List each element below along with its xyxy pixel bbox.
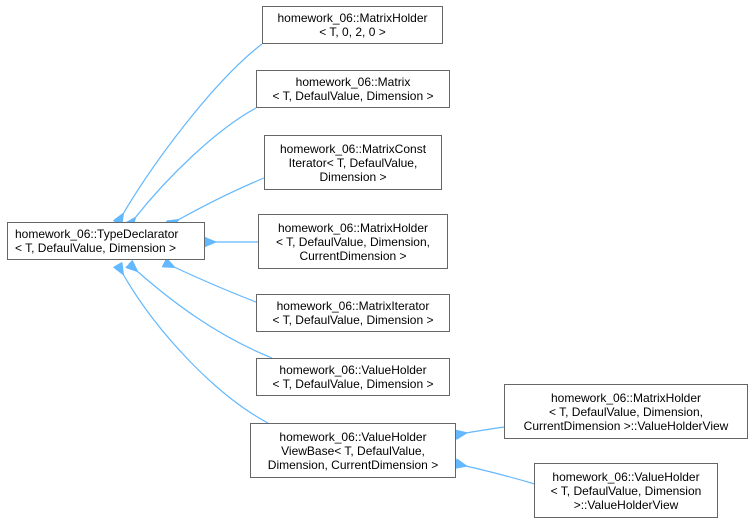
node-label-line: homework_06::MatrixHolder	[550, 390, 702, 405]
class-node-matrix-holder-t020[interactable]: homework_06::MatrixHolder < T, 0, 2, 0 >	[262, 6, 443, 44]
node-label-line: < T, DefaulValue, Dimension,	[276, 234, 430, 249]
edge-matrix-holder-value-holder-view	[466, 426, 505, 433]
node-label-line: < T, DefaulValue, Dimension >	[272, 313, 434, 327]
node-label-line: homework_06::Matrix	[295, 75, 411, 89]
node-label-line: >::ValueHolderView	[573, 497, 679, 512]
node-label-line: CurrentDimension >	[299, 248, 407, 263]
class-node-matrix-const-iterator[interactable]: homework_06::MatrixConst Iterator< T, De…	[264, 135, 442, 190]
node-label-line: homework_06::ValueHolder	[552, 469, 700, 484]
node-label-line: < T, DefaulValue, Dimension >	[15, 241, 176, 255]
node-label-line: Dimension, CurrentDimension >	[267, 457, 439, 472]
node-label-line: ViewBase< T, DefaulValue,	[281, 443, 425, 458]
node-label-line: homework_06::ValueHolder	[279, 363, 427, 377]
node-label-line: Dimension >	[319, 169, 387, 184]
base-class-node[interactable]: homework_06::TypeDeclarator < T, DefaulV…	[7, 222, 205, 260]
edge-matrix	[135, 107, 257, 218]
edge-value-holder-value-holder-view	[466, 466, 539, 486]
edge-value-holder	[137, 271, 273, 359]
node-label-line: < T, DefaulValue, Dimension >	[272, 377, 434, 391]
edge-value-holder-view-base	[123, 274, 269, 424]
node-label-line: homework_06::MatrixIterator	[276, 299, 430, 313]
edge-matrix-iterator	[174, 267, 257, 303]
node-label-line: homework_06::MatrixHolder	[277, 11, 428, 25]
edge-matrix-const-iterator	[178, 177, 265, 220]
node-label-line: CurrentDimension >::ValueHolderView	[523, 418, 729, 433]
node-label-line: homework_06::TypeDeclarator	[15, 227, 179, 241]
class-node-matrix-holder[interactable]: homework_06::MatrixHolder < T, DefaulVal…	[258, 214, 448, 269]
node-label-line: < T, DefaulValue, Dimension	[550, 483, 702, 498]
class-node-matrix-iterator[interactable]: homework_06::MatrixIterator < T, DefaulV…	[256, 294, 450, 332]
class-node-value-holder-value-holder-view[interactable]: homework_06::ValueHolder < T, DefaulValu…	[534, 463, 718, 518]
node-label-line: < T, DefaulValue, Dimension >	[272, 89, 434, 103]
node-label-line: homework_06::MatrixConst	[279, 141, 427, 156]
node-label-line: Iterator< T, DefaulValue,	[288, 155, 418, 170]
class-node-value-holder-view-base[interactable]: homework_06::ValueHolder ViewBase< T, De…	[250, 423, 456, 478]
node-label-line: < T, DefaulValue, Dimension,	[549, 404, 703, 419]
class-node-value-holder[interactable]: homework_06::ValueHolder < T, DefaulValu…	[256, 358, 450, 396]
class-node-matrix[interactable]: homework_06::Matrix < T, DefaulValue, Di…	[256, 70, 450, 108]
node-label-line: homework_06::ValueHolder	[279, 429, 427, 444]
inheritance-edges	[123, 43, 539, 486]
node-label-line: homework_06::MatrixHolder	[277, 220, 429, 235]
edge-matrix-holder-t020	[123, 43, 263, 214]
class-node-matrix-holder-value-holder-view[interactable]: homework_06::MatrixHolder < T, DefaulVal…	[504, 384, 748, 439]
node-label-line: < T, 0, 2, 0 >	[319, 25, 386, 39]
